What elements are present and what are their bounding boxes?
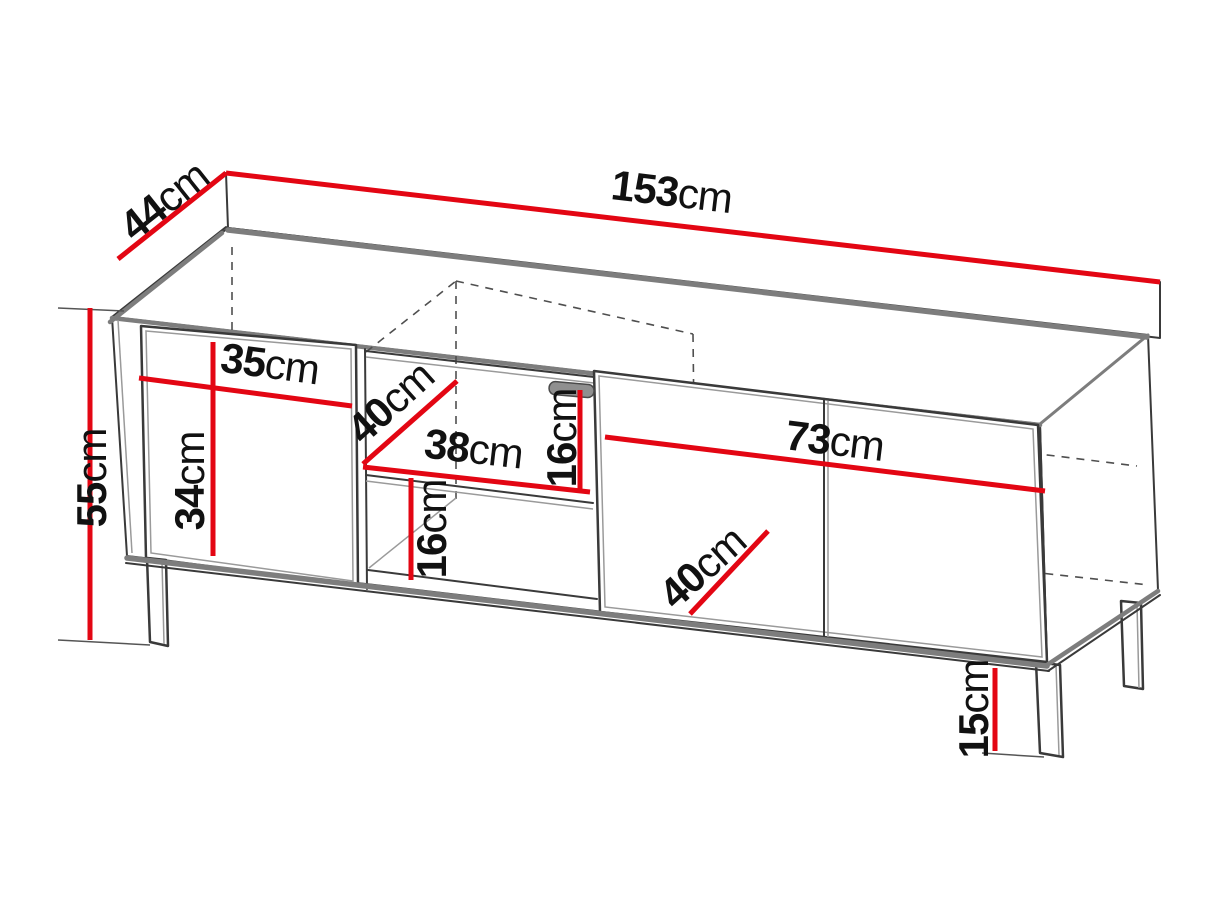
dimension-label-height-total: 55cm	[68, 429, 115, 528]
front-left-leg	[145, 556, 170, 648]
middle-shelf-compartment	[364, 348, 598, 600]
dimension-line-middle-depth	[361, 379, 459, 466]
right-top-edge	[1038, 333, 1150, 426]
door-handle	[548, 380, 595, 399]
dimension-line-left-width	[138, 375, 353, 409]
dimension-label-middle-width: 38cm	[422, 420, 525, 478]
dimension-label-depth-total: 44cm	[111, 152, 218, 250]
dimension-label-left-width: 35cm	[218, 334, 322, 393]
dimension-label-middle-lower-height: 16cm	[408, 480, 455, 579]
bottom-edges	[124, 555, 1161, 672]
dimension-label-leg-height: 15cm	[950, 660, 997, 759]
legs	[145, 556, 1145, 759]
right-doors	[592, 369, 1049, 664]
dimension-label-right-width: 73cm	[783, 411, 887, 470]
dimension-lines	[87, 170, 1161, 751]
top-left-edge-shadow	[107, 230, 225, 325]
middle-shelf-front-edge	[365, 474, 594, 504]
dimension-line-right-width	[604, 434, 1046, 494]
dimension-label-width-total: 153cm	[609, 161, 735, 222]
dimension-line-middle-width	[362, 464, 591, 495]
left-panel-inner-edge	[117, 319, 133, 554]
dimension-line-width-total	[225, 170, 1161, 285]
top-left-edge	[111, 226, 227, 318]
dimension-line-right-depth	[688, 529, 770, 616]
top-back-edge	[225, 227, 1150, 340]
dimension-label-middle-upper-height: 16cm	[538, 389, 585, 488]
dimension-line-depth-total	[116, 171, 228, 261]
dimension-label-left-height: 34cm	[166, 432, 213, 531]
